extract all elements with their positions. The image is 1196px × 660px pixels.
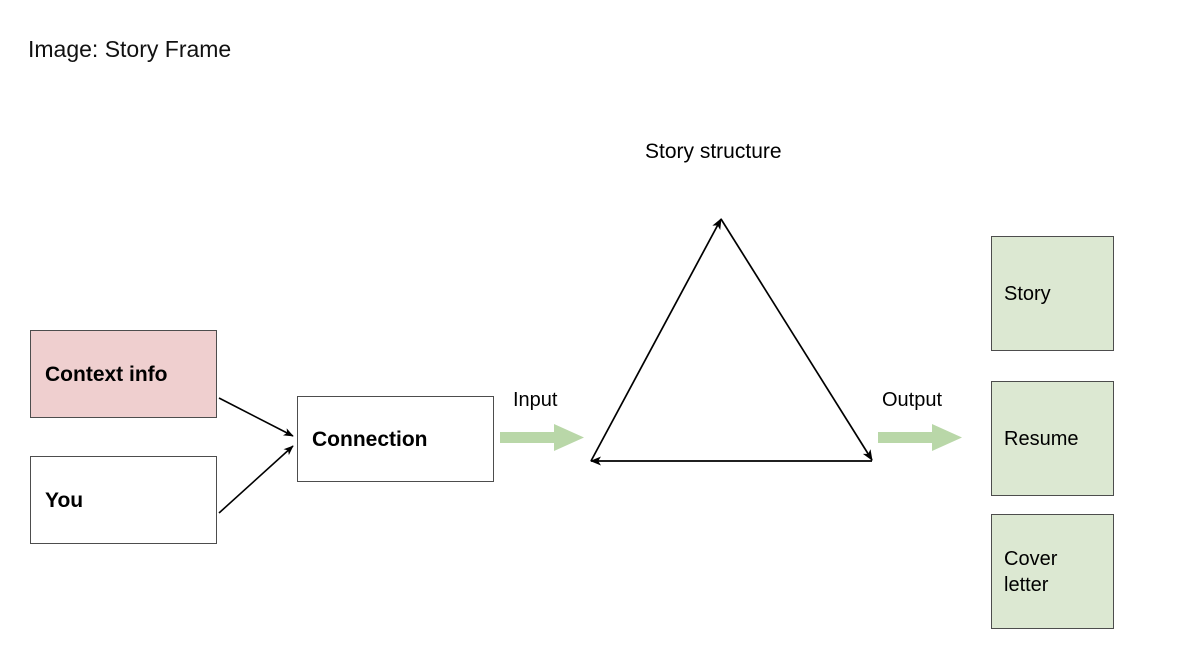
node-context-info[interactable]: Context info: [30, 330, 217, 418]
node-connection[interactable]: Connection: [297, 396, 494, 482]
node-connection-label: Connection: [312, 427, 428, 451]
triangle-edge-left: [590, 218, 722, 462]
node-story-structure-label: Story structure: [645, 140, 782, 163]
node-story-label: Story: [1004, 282, 1051, 305]
node-story[interactable]: Story: [991, 236, 1114, 351]
output-arrow-icon: [878, 424, 962, 451]
input-arrow-icon: [500, 424, 584, 451]
edge-context-to-connection: [218, 397, 294, 437]
node-cover-letter-label: Cover letter: [1004, 547, 1058, 596]
edge-you-to-connection: [218, 445, 294, 514]
edge-label-input: Input: [513, 389, 558, 411]
node-cover-letter[interactable]: Cover letter: [991, 514, 1114, 629]
node-resume[interactable]: Resume: [991, 381, 1114, 496]
node-context-info-label: Context info: [45, 362, 168, 386]
page-title: Image: Story Frame: [28, 36, 232, 62]
node-you[interactable]: You: [30, 456, 217, 544]
node-resume-label: Resume: [1004, 427, 1079, 450]
edge-label-output: Output: [882, 389, 943, 411]
node-you-label: You: [45, 488, 84, 512]
triangle-edge-right: [720, 218, 873, 461]
